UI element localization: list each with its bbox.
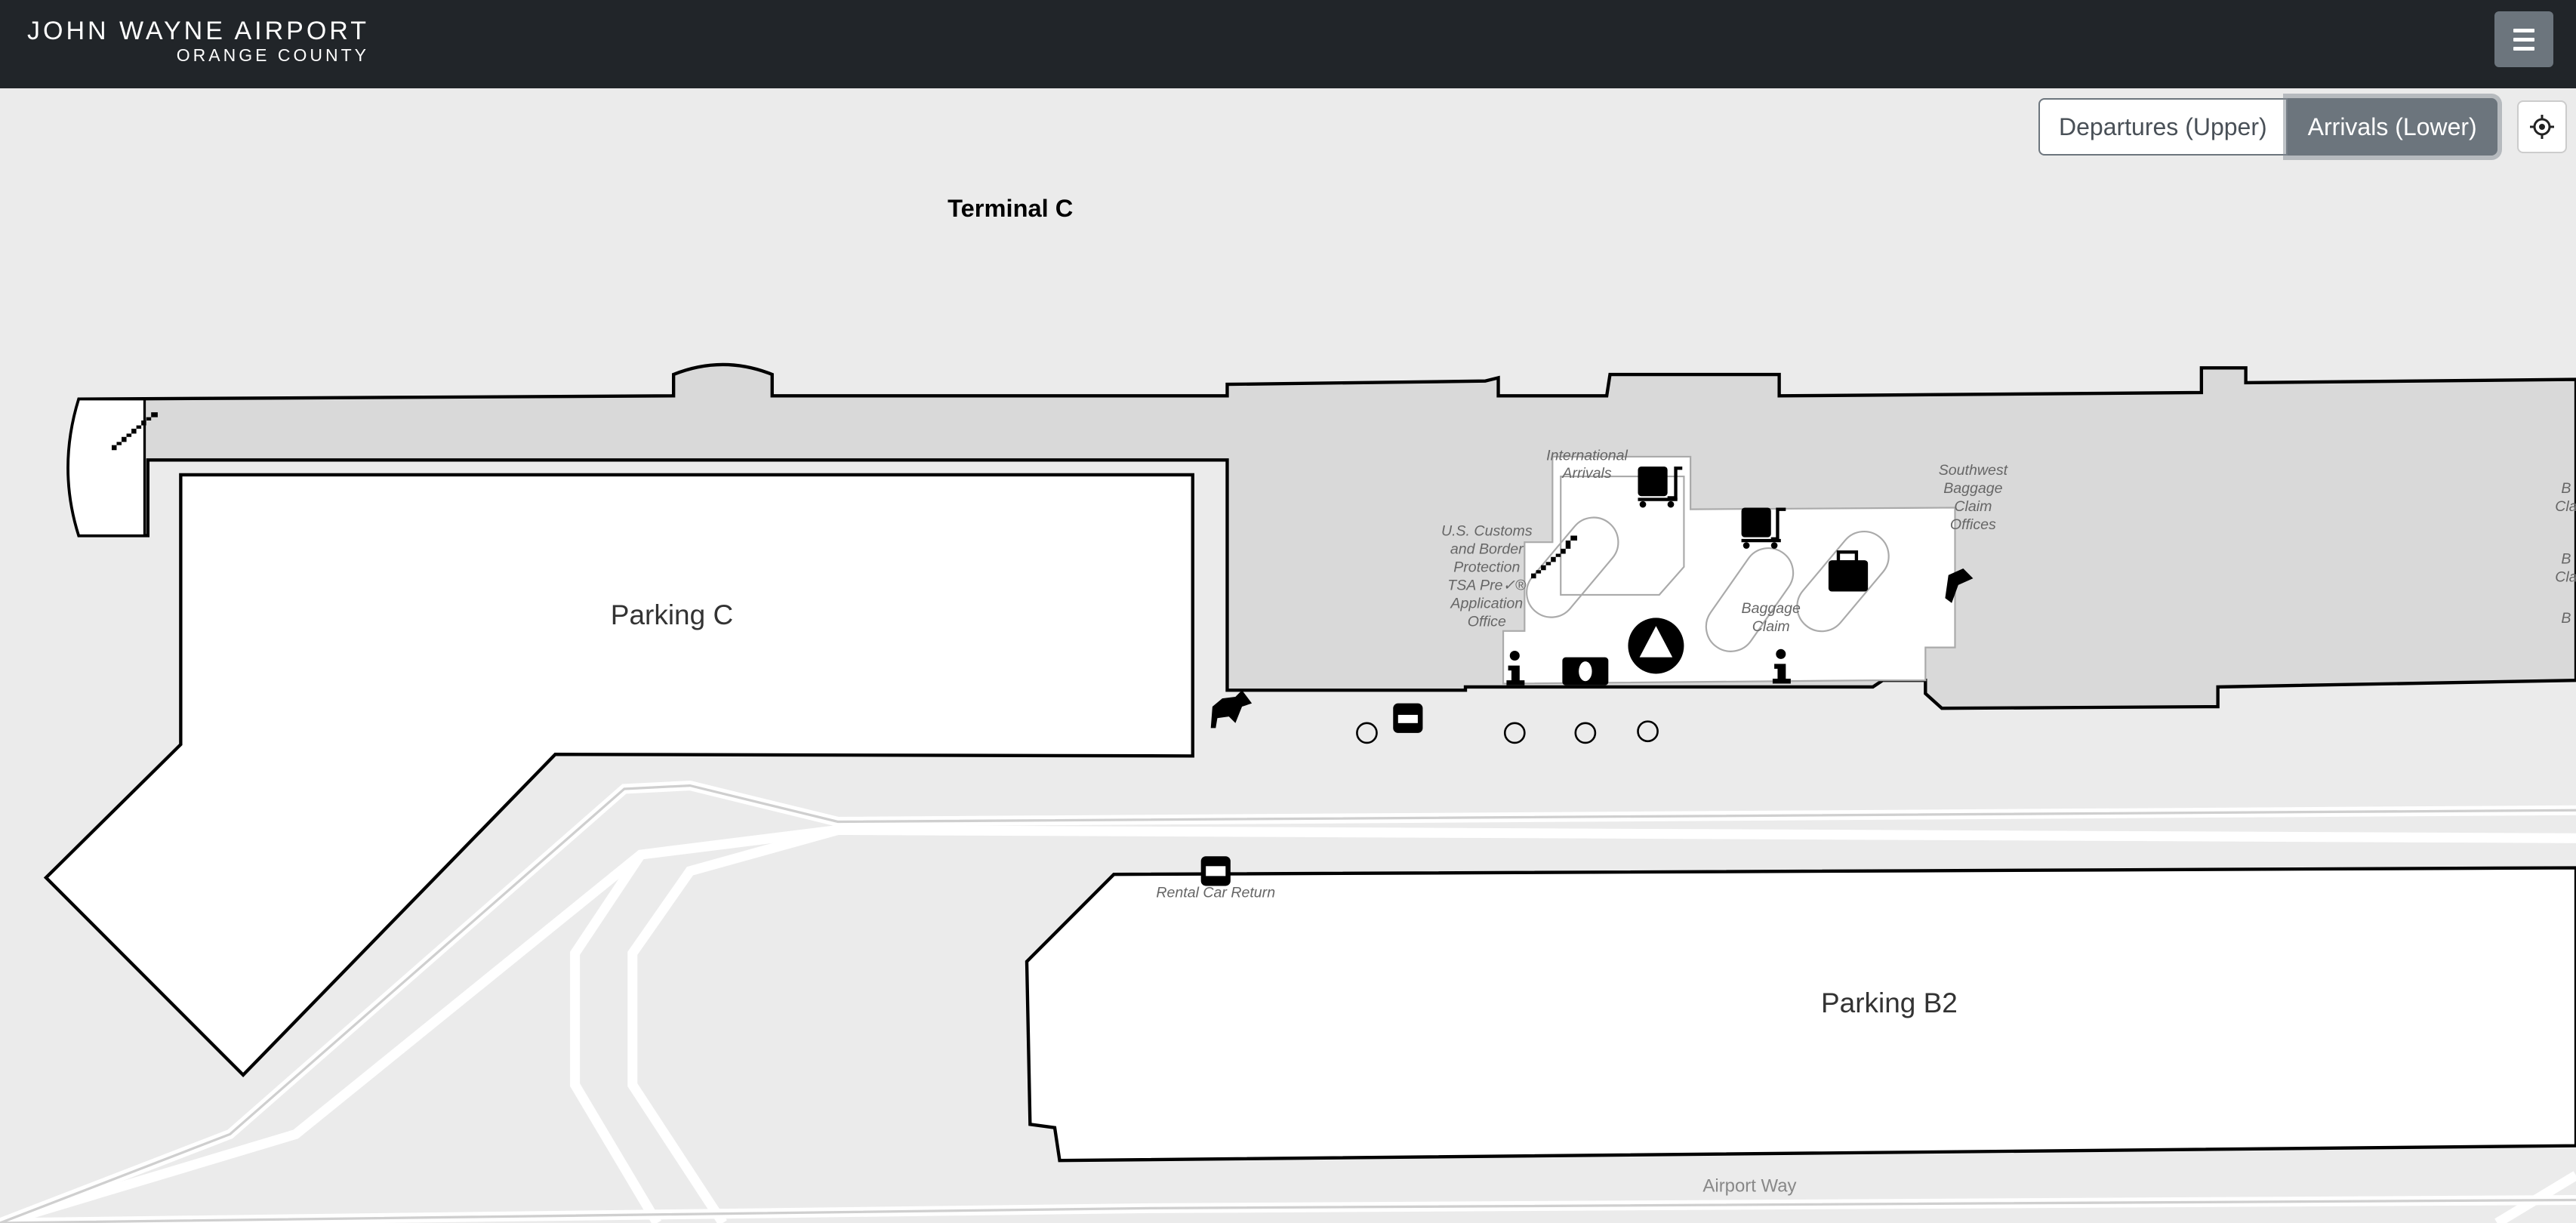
- customs-label: and Border: [1450, 541, 1524, 557]
- southwest-offices-label: Offices: [1950, 516, 1996, 533]
- application-office-label: Office: [1468, 613, 1506, 630]
- southwest-offices-label: Claim: [1954, 498, 1992, 515]
- logo-line2: ORANGE COUNTY: [176, 45, 369, 65]
- phone-icon[interactable]: [1945, 568, 1974, 603]
- hamburger-icon-bar: [2513, 46, 2534, 51]
- stop-circle-icon[interactable]: [1637, 720, 1659, 743]
- information-icon[interactable]: [1772, 648, 1791, 684]
- parking-b2-label: Parking B2: [1821, 987, 1958, 1018]
- rental-car-icon[interactable]: [1200, 856, 1231, 886]
- baggage-cart-icon[interactable]: [1638, 467, 1683, 508]
- hamburger-menu-button[interactable]: [2494, 11, 2553, 67]
- tsa-precheck-label: TSA Pre✓®: [1447, 577, 1527, 593]
- atm-money-icon[interactable]: [1562, 657, 1609, 685]
- rental-car-return-label: Rental Car Return: [1156, 885, 1275, 901]
- crosshair-icon: [2530, 115, 2554, 139]
- terminal-label: Terminal C: [948, 194, 1073, 222]
- restroom-triangle-icon[interactable]: [1628, 618, 1684, 674]
- customs-label: Protection: [1453, 559, 1520, 575]
- taxi-icon[interactable]: [1393, 703, 1423, 733]
- intl-arrivals-label: Arrivals: [1561, 465, 1611, 482]
- departures-upper-button[interactable]: Departures (Upper): [2038, 98, 2288, 156]
- application-office-label: Application: [1450, 595, 1523, 612]
- parking-c[interactable]: [43, 473, 1194, 1078]
- airport-way-label: Airport Way: [1702, 1176, 1796, 1197]
- luggage-icon[interactable]: [1828, 550, 1869, 592]
- parking-c-label: Parking C: [611, 599, 733, 630]
- edge-label: B: [2561, 551, 2571, 568]
- airport-logo[interactable]: JOHN WAYNE AIRPORT ORANGE COUNTY: [27, 17, 369, 65]
- top-navbar: JOHN WAYNE AIRPORT ORANGE COUNTY: [0, 0, 2576, 88]
- edge-label: Cla: [2555, 498, 2576, 515]
- information-icon[interactable]: [1506, 650, 1525, 685]
- southwest-offices-label: Baggage: [1943, 480, 2002, 497]
- locate-me-button[interactable]: [2517, 100, 2567, 153]
- level-toggle: Departures (Upper) Arrivals (Lower): [2038, 98, 2497, 156]
- logo-line1: JOHN WAYNE AIRPORT: [27, 17, 369, 45]
- southwest-offices-label: Southwest: [1939, 462, 2009, 479]
- edge-label: Cla: [2555, 568, 2576, 585]
- hamburger-icon: [2513, 28, 2534, 32]
- stair-area: [66, 398, 146, 538]
- baggage-claim-label: Claim: [1752, 618, 1790, 635]
- bus-stop-marker[interactable]: [1356, 720, 1659, 744]
- edge-label: B: [2561, 480, 2571, 497]
- pet-relief-dog-icon[interactable]: [1210, 690, 1253, 729]
- hamburger-icon-bar: [2513, 37, 2534, 42]
- stop-circle-icon[interactable]: [1356, 722, 1378, 744]
- baggage-cart-icon[interactable]: [1741, 507, 1786, 549]
- intl-arrivals-label: International: [1546, 447, 1628, 464]
- stairs-icon[interactable]: [1531, 535, 1577, 579]
- baggage-claim-area: [1502, 455, 1956, 685]
- terminal-map[interactable]: Terminal C Parking C Parking B2 Internat…: [0, 88, 2576, 1223]
- arrivals-lower-button[interactable]: Arrivals (Lower): [2287, 98, 2497, 156]
- baggage-claim-label: Baggage: [1742, 600, 1801, 617]
- road-edges: [0, 784, 2576, 1223]
- edge-label: B: [2561, 610, 2571, 627]
- stop-circle-icon[interactable]: [1574, 722, 1597, 744]
- stairs-icon[interactable]: [111, 412, 158, 451]
- customs-label: U.S. Customs: [1441, 522, 1533, 539]
- stop-circle-icon[interactable]: [1503, 722, 1526, 744]
- parking-b2[interactable]: [1025, 866, 2576, 1163]
